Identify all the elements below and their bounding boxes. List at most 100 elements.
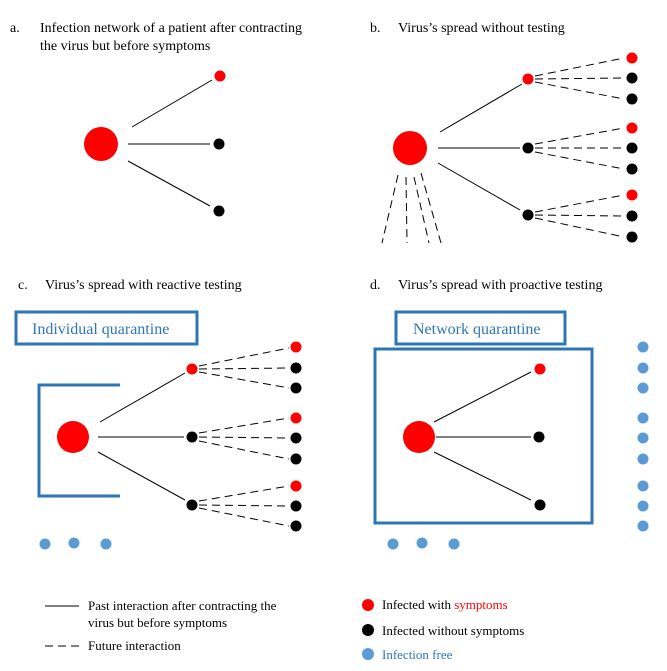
- legend: Past interaction after contracting the v…: [45, 597, 524, 662]
- network-quarantine-label-box: [394, 310, 567, 346]
- node-c-secondary-symptoms: [290, 341, 302, 353]
- node-d-infection-free: [637, 432, 649, 444]
- node-b-secondary-symptoms: [626, 52, 638, 64]
- individual-quarantine-label-box: [14, 310, 199, 346]
- node-d-infection-free: [387, 538, 399, 550]
- edge-b-1: [439, 83, 523, 133]
- node-d-infection-free: [637, 362, 649, 374]
- edge-c-3: [97, 451, 186, 501]
- patient-node-a: [84, 127, 118, 161]
- future-edge-c: [198, 367, 290, 370]
- panel-c-letter: c.: [18, 278, 28, 293]
- legend-black-dot: [362, 624, 374, 636]
- node-c-secondary: [290, 520, 302, 532]
- node-c-secondary-symptoms: [290, 480, 302, 492]
- node-d-infection-free: [416, 537, 428, 549]
- node-a-asymptomatic-1: [213, 138, 225, 150]
- node-d-asymptomatic: [533, 431, 545, 443]
- node-b-secondary: [626, 231, 638, 243]
- node-b-secondary: [626, 163, 638, 175]
- legend-blue-label: Infection free: [382, 647, 453, 662]
- individual-quarantine-bracket: [37, 383, 120, 498]
- future-edge-b: [534, 81, 625, 100]
- node-c-secondary: [290, 432, 302, 444]
- future-edge-b: [534, 77, 625, 80]
- patient-node-d: [403, 421, 435, 453]
- future-edge-b: [534, 194, 625, 213]
- legend-red-label-prefix: Infected with: [382, 597, 454, 612]
- node-b-asymptomatic: [522, 142, 534, 154]
- node-c-infection-free: [39, 538, 51, 550]
- node-d-infection-free: [637, 382, 649, 394]
- legend-red-label: Infected with symptoms: [382, 597, 508, 612]
- node-d-asymptomatic: [534, 499, 546, 511]
- network-quarantine-label: Network quarantine: [413, 321, 541, 338]
- network-quarantine-box: [373, 347, 594, 525]
- node-b-secondary: [626, 210, 638, 222]
- node-c-asymptomatic: [186, 431, 198, 443]
- node-d-infection-free: [637, 480, 649, 492]
- future-edge-c: [198, 485, 290, 502]
- future-edge-b: [534, 57, 625, 77]
- node-c-secondary-symptoms: [290, 412, 302, 424]
- node-c-symptoms: [186, 363, 198, 375]
- node-c-infection-free: [100, 538, 112, 550]
- panel-b: b. Virus’s spread without testing: [370, 21, 638, 244]
- node-c-secondary: [290, 453, 302, 465]
- future-edge-c: [198, 371, 290, 389]
- future-edge-c: [198, 440, 290, 460]
- node-d-infection-free: [637, 500, 649, 512]
- node-d-infection-free: [448, 538, 460, 550]
- edge-a-3: [127, 160, 211, 207]
- panel-d-letter: d.: [370, 278, 381, 293]
- node-c-secondary: [290, 362, 302, 374]
- node-c-secondary: [290, 382, 302, 394]
- future-edge-b-patient: [381, 174, 399, 244]
- future-edge-b: [534, 127, 625, 145]
- edge-d-3: [433, 451, 532, 501]
- node-d-symptoms: [534, 363, 546, 375]
- edge-b-3: [437, 162, 521, 211]
- edge-d-1: [433, 371, 532, 423]
- patient-node-b: [393, 131, 427, 165]
- node-d-infection-free: [637, 341, 649, 353]
- edge-a-1: [131, 79, 213, 128]
- future-edge-c: [198, 504, 290, 507]
- future-edge-b-patient: [420, 172, 442, 244]
- edge-c-1: [99, 372, 186, 423]
- node-b-secondary: [626, 72, 638, 84]
- individual-quarantine-label: Individual quarantine: [32, 321, 169, 338]
- future-edge-c: [198, 347, 290, 367]
- node-b-secondary-symptoms: [626, 189, 638, 201]
- future-edge-c: [198, 417, 290, 434]
- patient-node-c: [57, 421, 89, 453]
- panel-d-title: Virus’s spread with proactive testing: [398, 278, 602, 293]
- legend-blue-dot: [362, 648, 374, 660]
- panel-a-title-line1: Infection network of a patient after con…: [40, 21, 302, 36]
- legend-dashed-line-label: Future interaction: [88, 638, 181, 653]
- node-b-asymptomatic: [522, 209, 534, 221]
- panel-a: a. Infection network of a patient after …: [10, 21, 302, 217]
- node-b-symptoms: [522, 73, 534, 85]
- panel-b-title: Virus’s spread without testing: [398, 21, 565, 36]
- future-edge-b: [534, 214, 625, 217]
- legend-black-label: Infected without symptoms: [382, 623, 524, 638]
- panel-a-title-line2: the virus but before symptoms: [40, 39, 210, 54]
- legend-solid-line-label-1: Past interaction after contracting the: [88, 598, 277, 613]
- future-edge-b: [534, 217, 625, 238]
- node-c-secondary: [290, 500, 302, 512]
- future-edge-b-patient: [413, 176, 430, 244]
- node-a-symptoms: [214, 70, 226, 82]
- panel-b-letter: b.: [370, 21, 381, 36]
- future-edge-c: [198, 436, 290, 439]
- future-edge-c: [198, 507, 290, 527]
- node-a-asymptomatic-2: [213, 205, 225, 217]
- node-c-infection-free: [68, 537, 80, 549]
- node-b-secondary: [626, 142, 638, 154]
- future-edge-b-patient: [405, 176, 408, 244]
- panel-d: d. Virus’s spread with proactive testing…: [370, 278, 649, 550]
- legend-red-label-symptoms: symptoms: [454, 597, 507, 612]
- node-c-asymptomatic: [186, 499, 198, 511]
- future-edge-b: [534, 151, 625, 170]
